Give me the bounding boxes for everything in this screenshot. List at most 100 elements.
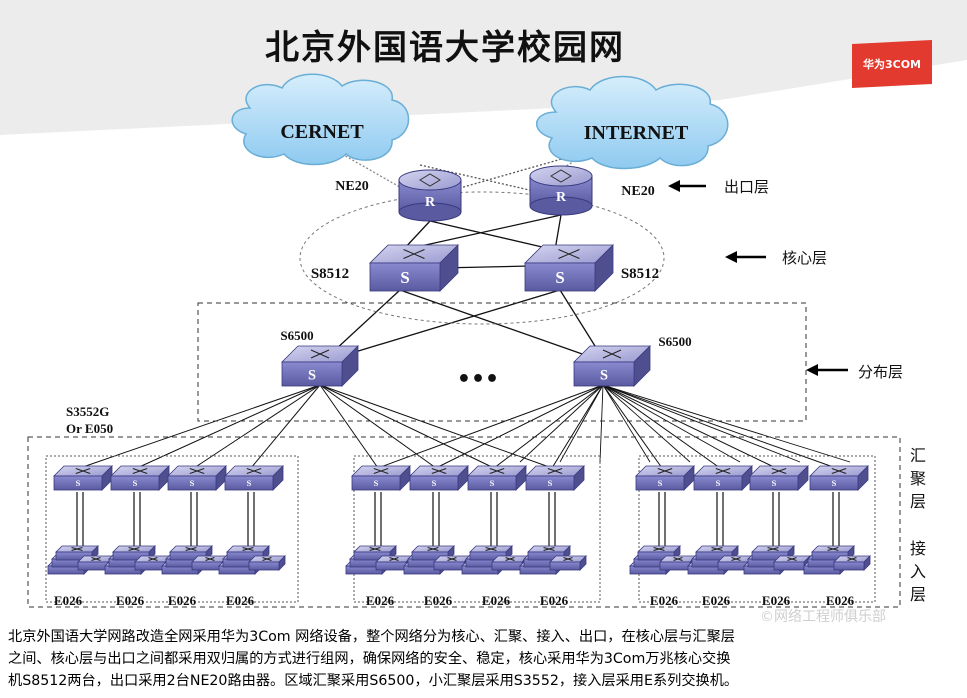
- edge-switch-label: E026: [424, 593, 453, 608]
- agg-switch-2-2: S: [409, 465, 469, 491]
- router-right-label: NE20: [621, 184, 654, 199]
- internet-cloud: INTERNET: [535, 75, 729, 170]
- access-layer-label: 接 入 层: [910, 539, 926, 604]
- distribution-layer-label: 分布层: [858, 363, 903, 381]
- link: [431, 157, 566, 197]
- access-char-2: 入: [910, 562, 926, 581]
- switch-glyph: S: [133, 479, 138, 488]
- link: [602, 384, 663, 469]
- switch-glyph: S: [832, 479, 837, 488]
- link: [602, 384, 651, 463]
- switch-glyph: S: [374, 479, 379, 488]
- caption-line-3: 机S8512两台，出口采用2台NE20路由器。区域汇聚采用S6500，小汇聚层采…: [8, 673, 739, 689]
- edge-switch-label: E026: [54, 593, 83, 608]
- agg-switch-1-4: S: [224, 465, 284, 491]
- switch-glyph: S: [490, 479, 495, 488]
- switch-glyph: S: [76, 479, 81, 488]
- access-switch-1-2-3: [112, 545, 156, 561]
- logo-badge: [852, 40, 932, 88]
- edge-switch-label: E026: [226, 593, 255, 608]
- link: [602, 384, 721, 469]
- agg-switch-2-1: S: [351, 465, 411, 491]
- link: [551, 384, 604, 469]
- router-left-label: NE20: [335, 179, 368, 194]
- link: [435, 384, 604, 469]
- exit-layer-indicator: 出口层: [668, 178, 769, 196]
- link: [319, 384, 495, 469]
- access-char-1: 接: [910, 539, 926, 558]
- cernet-label: CERNET: [280, 121, 364, 143]
- link: [193, 384, 321, 469]
- dist-right-label: S6500: [658, 334, 691, 349]
- distribution-layer-indicator: 分布层: [806, 363, 903, 381]
- switch-glyph: S: [190, 479, 195, 488]
- internet-label: INTERNET: [584, 122, 689, 144]
- group-box-3: [638, 455, 876, 603]
- link: [602, 384, 801, 463]
- switch-glyph: S: [555, 268, 564, 287]
- aggregation-box: [27, 436, 901, 608]
- router-glyph: R: [425, 195, 436, 210]
- aggregation-char-3: 层: [910, 492, 926, 511]
- link: [319, 384, 553, 469]
- edge-switch-label: E026: [826, 593, 855, 608]
- edge-switch-label: E026: [116, 593, 145, 608]
- switch-glyph: S: [658, 479, 663, 488]
- aggregation-layer-label: 汇 聚 层: [910, 446, 926, 511]
- dist-switch-left: S: [281, 345, 359, 387]
- access-char-3: 层: [910, 585, 926, 604]
- link: [136, 384, 321, 469]
- access-switch-2-4-3: [527, 545, 571, 561]
- agg-switch-3-4: S: [809, 465, 869, 491]
- agg-switch-2-3: S: [467, 465, 527, 491]
- access-switch-1-4-b: [248, 555, 286, 571]
- link: [79, 384, 321, 469]
- switch-glyph: S: [432, 479, 437, 488]
- link: [599, 384, 604, 463]
- aggregation-char-2: 聚: [910, 469, 926, 488]
- caption-line-2: 之间、核心层与出口之间都采用双归属的方式进行组网，确保网络的安全、稳定，核心采用…: [8, 651, 731, 667]
- caption-line-1: 北京外国语大学网路改造全网采用华为3Com 网络设备，整个网络分为核心、汇聚、接…: [8, 629, 735, 645]
- edge-switch-label: E026: [168, 593, 197, 608]
- switch-glyph: S: [716, 479, 721, 488]
- router-right: R: [529, 165, 593, 216]
- access-switch-2-4-b: [549, 555, 587, 571]
- link: [321, 289, 561, 363]
- dist-switch-right: S: [573, 345, 651, 387]
- link: [559, 384, 604, 463]
- agg-switch-1-3: S: [167, 465, 227, 491]
- link: [602, 384, 777, 469]
- link: [602, 384, 691, 463]
- edge-switch-label: E026: [366, 593, 395, 608]
- switch-glyph: S: [247, 479, 252, 488]
- link: [519, 384, 604, 463]
- link: [377, 384, 604, 469]
- edge-switch-label: E026: [540, 593, 569, 608]
- agg-switch-1-1: S: [53, 465, 113, 491]
- link: [334, 149, 406, 191]
- core-switch-left: S: [369, 244, 459, 292]
- access-switch-3-2-3: [695, 545, 739, 561]
- link: [250, 384, 321, 469]
- link: [429, 220, 556, 251]
- group-box-1: [45, 455, 299, 603]
- logo-text: 华为3COM: [863, 57, 921, 71]
- dist-ellipsis: •••: [457, 367, 499, 392]
- edge-switch-label: E026: [702, 593, 731, 608]
- link: [493, 384, 604, 469]
- core-switch-right: S: [524, 244, 614, 292]
- router-left: R: [398, 169, 462, 222]
- distribution-box: [197, 302, 807, 422]
- edge-switch-label: E026: [650, 593, 679, 608]
- agg-switch-2-4: S: [525, 465, 585, 491]
- link: [319, 384, 379, 469]
- core-left-label: S8512: [311, 266, 349, 282]
- cernet-cloud: CERNET: [231, 73, 410, 166]
- access-note-line1: S3552G: [66, 404, 109, 419]
- core-layer-label: 核心层: [782, 249, 827, 267]
- exit-layer-label: 出口层: [724, 178, 769, 196]
- router-glyph: R: [556, 190, 567, 205]
- aggregation-char-1: 汇: [910, 446, 926, 465]
- caption: 北京外国语大学网路改造全网采用华为3Com 网络设备，整个网络分为核心、汇聚、接…: [8, 626, 963, 692]
